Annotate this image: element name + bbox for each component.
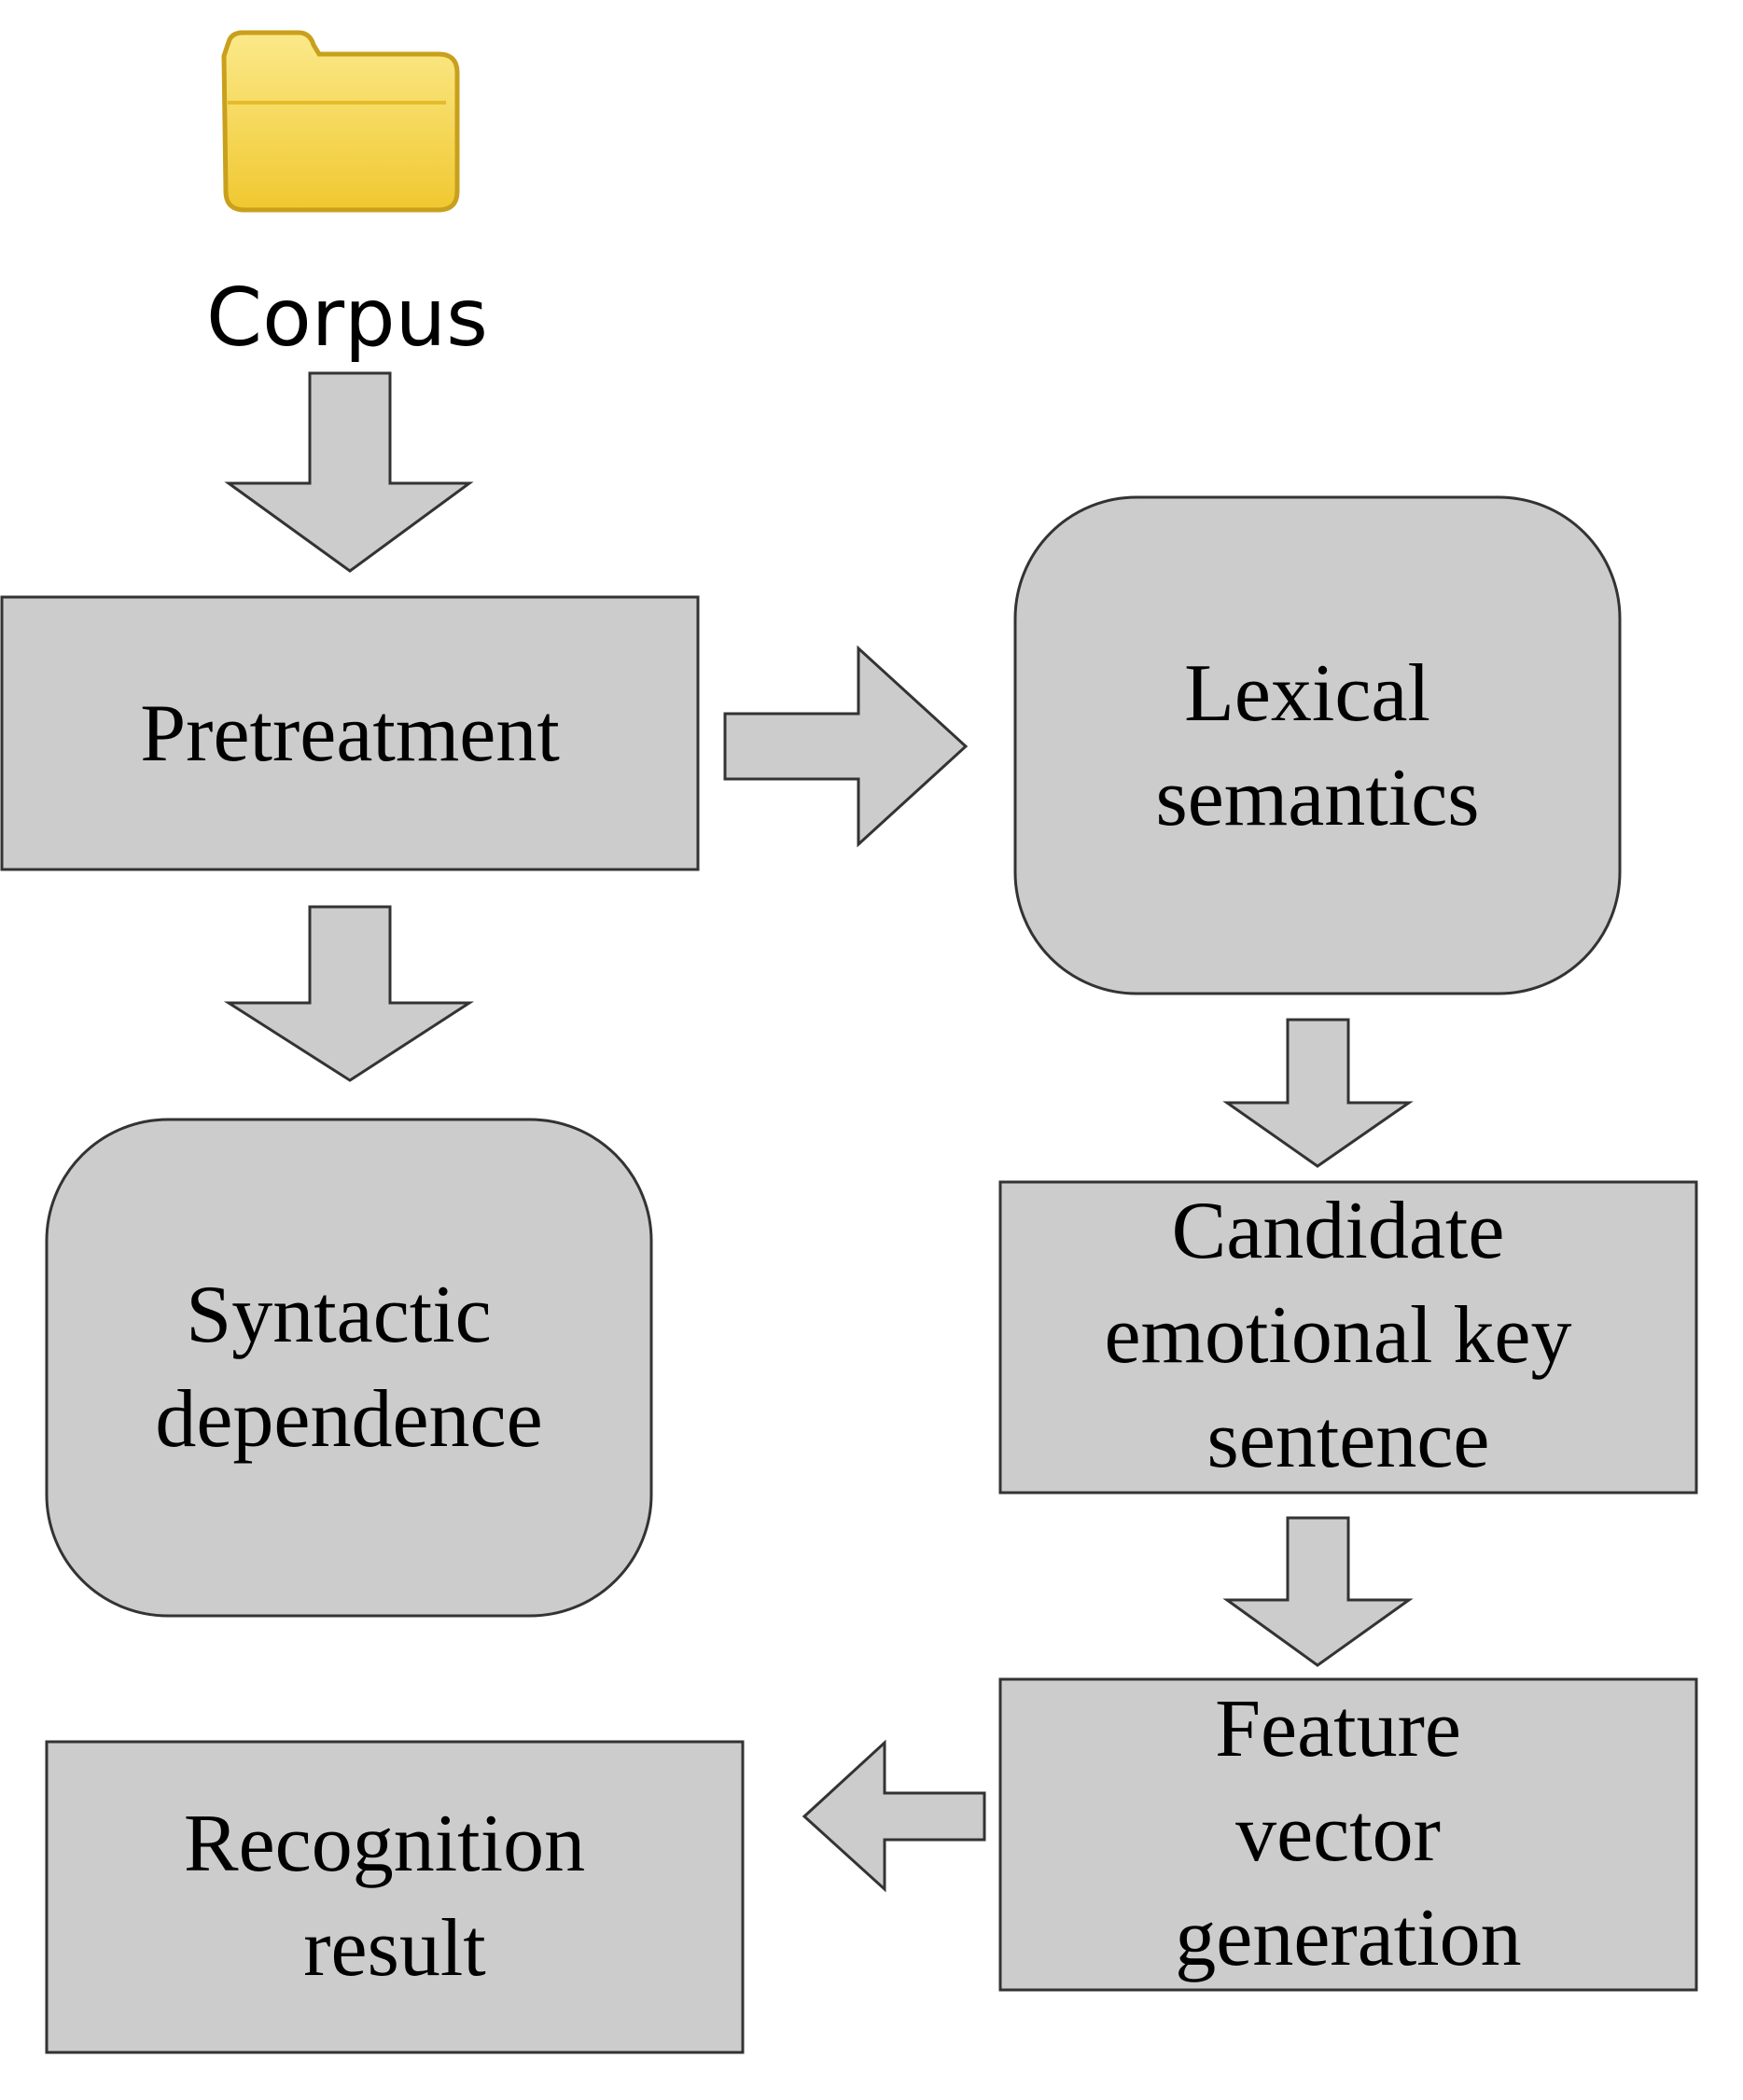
lexical-semantics-label: Lexical semantics [1155,648,1479,843]
candidate-sentence-label: Candidate emotional key sentence [1105,1186,1593,1485]
arrow-lexical-to-candidate [1222,1018,1414,1168]
recognition-result-label: Recognition result [184,1799,606,1994]
syntactic-dependence-label: Syntactic dependence [155,1270,542,1465]
arrow-corpus-to-pretreatment [224,371,474,573]
feature-vector-label: Feature vector generation [1175,1684,1521,1983]
pretreatment-box [0,595,700,871]
syntactic-dependence-box [45,1118,653,1618]
arrow-pretreatment-to-syntactic [223,905,475,1082]
pretreatment-label: Pretreatment [140,688,560,779]
candidate-sentence-box [998,1180,1698,1495]
feature-vector-box [998,1677,1698,1992]
lexical-semantics-box [1013,495,1622,995]
corpus-label: Corpus [206,271,488,365]
arrow-candidate-to-feature [1222,1516,1414,1667]
folder-icon [221,30,460,213]
recognition-result-box [45,1740,745,2054]
arrow-feature-to-recognition [802,1739,986,1893]
arrow-pretreatment-to-lexical [723,645,969,848]
